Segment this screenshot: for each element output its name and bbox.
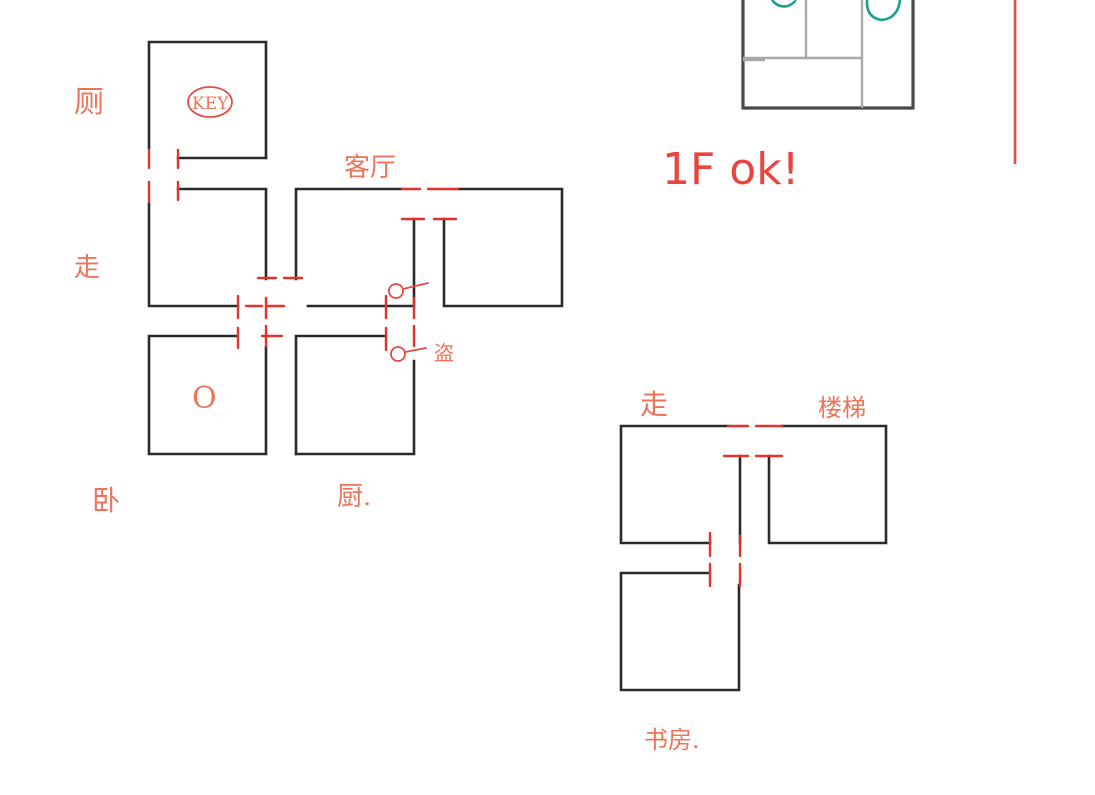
label-mark: 盗 <box>434 341 454 365</box>
hallway-wall <box>147 202 240 308</box>
hallway-wall-inner <box>176 187 268 281</box>
teal-mark-left <box>770 0 797 8</box>
label-floor-ok: 1F ok! <box>662 144 799 195</box>
label-toilet: 厕 <box>74 85 104 120</box>
label-kitchen: 厨. <box>337 482 371 512</box>
living-room-wall-inner <box>385 217 416 308</box>
top-right-inner-wall <box>743 0 864 108</box>
floor-plan-top-right <box>741 0 1017 165</box>
kitchen-wall <box>294 334 388 456</box>
label-ring: O <box>192 381 217 416</box>
study-room-wall <box>619 571 741 692</box>
label-hall-right: 走 <box>640 388 668 421</box>
toilet-room-wall <box>147 40 268 160</box>
floor-plan-left <box>147 40 564 456</box>
teal-mark-right <box>865 0 902 22</box>
label-hall-left: 走 <box>74 253 100 283</box>
doors-right <box>708 424 784 588</box>
doors-left <box>147 148 460 352</box>
label-stairs: 楼梯 <box>818 394 866 422</box>
label-bedroom: 卧 <box>92 484 120 517</box>
lock-marks <box>388 282 429 362</box>
living-room-wall-right <box>442 187 564 308</box>
bedroom-wall <box>147 334 268 456</box>
key-oval <box>187 86 233 118</box>
kitchen-wall-right <box>294 359 416 456</box>
label-living: 客厅 <box>344 153 396 183</box>
label-study: 书房. <box>644 726 700 754</box>
label-key: KEY <box>192 94 229 114</box>
labels: 厕 KEY 走 客厅 O 盗 卧 厨. 走 楼梯 书房. 1F ok! <box>74 85 866 754</box>
living-room-wall <box>294 187 404 281</box>
top-right-outer-wall <box>741 0 915 110</box>
right-stairs-wall <box>767 424 888 545</box>
right-hallway-wall <box>619 424 730 545</box>
floor-plan-right <box>619 424 888 692</box>
